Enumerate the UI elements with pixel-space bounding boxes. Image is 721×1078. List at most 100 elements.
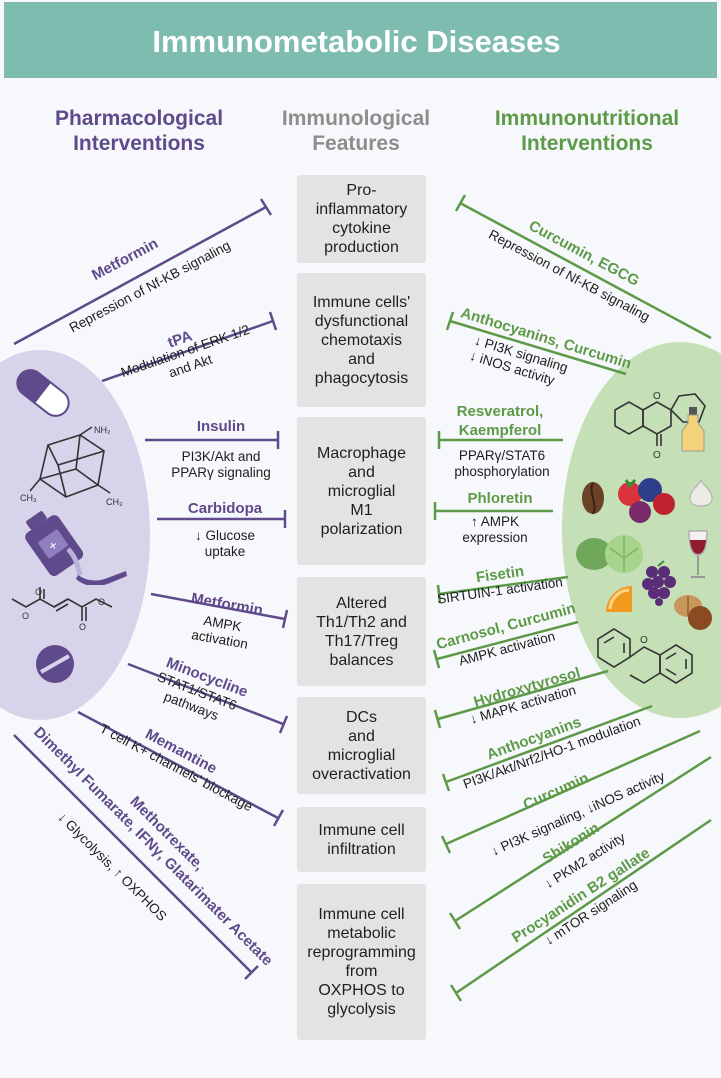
header-immunological: Immunological Features	[241, 106, 471, 156]
text-line: Kaempferol	[458, 422, 542, 439]
text-line: PPARγ/STAT6	[458, 448, 546, 463]
nutri-line-2	[449, 319, 627, 376]
pharma-line-6	[127, 662, 284, 726]
text-line: OXPHOS to	[318, 982, 405, 999]
header-line: Immunonutritional	[494, 107, 680, 130]
text-line: Immune cell	[318, 821, 405, 839]
pharma-line-5	[150, 592, 286, 621]
nutri-name: Resveratrol, Kaempferol	[440, 402, 560, 440]
header-line: Features	[312, 132, 400, 155]
svg-text:O: O	[653, 450, 661, 461]
flavone-structure-icon: O O	[614, 391, 706, 461]
text-line: Th17/Treg	[324, 632, 399, 650]
nutri-oval	[562, 342, 721, 718]
flavan-structure-icon: O	[597, 628, 693, 684]
coffee-bean-icon	[582, 482, 604, 515]
nutri-tbar-5	[436, 584, 442, 604]
text-line: Resveratrol,	[456, 403, 544, 420]
text-line: phosphorylation	[454, 464, 550, 479]
nutri-tbar-10	[448, 912, 462, 930]
text-line: microglial	[327, 482, 396, 500]
header-line: Interventions	[521, 132, 653, 155]
header-line: Pharmacological	[54, 107, 224, 130]
svg-text:NH₂: NH₂	[94, 425, 111, 435]
text-line: and	[348, 350, 375, 368]
pharma-tbar-8	[244, 965, 259, 980]
text-line: overactivation	[312, 765, 411, 783]
nutri-line-10	[454, 755, 712, 923]
nutri-line-9	[445, 729, 701, 846]
text-line: inflammatory	[315, 201, 408, 218]
pharma-line-1	[13, 205, 267, 346]
nutri-line-11	[455, 818, 712, 995]
orange-slice-icon	[606, 586, 632, 612]
text-line: metabolic	[327, 925, 396, 942]
pharma-name: Insulin	[196, 418, 246, 435]
nutri-line-1	[459, 201, 712, 340]
nutri-tbar-9	[440, 835, 452, 854]
capsule-icon	[16, 369, 70, 417]
nutri-tbar-7	[433, 709, 442, 729]
nutri-tbar-2	[445, 311, 455, 331]
text-line: infiltration	[327, 840, 396, 858]
pharma-line-8	[13, 734, 252, 973]
nutri-tbar-8	[441, 773, 451, 792]
dimethyl-fumarate-structure-icon: O O O O	[11, 587, 113, 632]
text-line: polarization	[320, 520, 403, 538]
title-banner	[4, 2, 717, 78]
text-line: glycolysis	[327, 1001, 396, 1018]
text-line: dysfunctional	[314, 312, 409, 330]
text-line: cytokine	[332, 220, 391, 237]
text-line: chemotaxis	[321, 331, 402, 349]
header-line: Immunological	[281, 107, 431, 130]
svg-text:CH₃: CH₃	[106, 497, 123, 507]
text-line: PPARγ signaling	[171, 465, 271, 480]
text-line: from	[345, 963, 378, 980]
text-line: uptake	[204, 544, 246, 559]
text-line: PI3K/Akt and	[181, 449, 261, 464]
pharma-line-7	[77, 710, 279, 820]
text-line: microglial	[327, 746, 396, 764]
text-line: ↓ Glucose	[194, 528, 256, 543]
tablet-icon	[36, 645, 74, 683]
leafy-vegetables-icon	[576, 535, 643, 573]
red-wine-icon	[688, 530, 708, 578]
text-line: and	[348, 727, 375, 745]
nuts-icon	[674, 595, 712, 630]
pharma-tbar-7	[272, 809, 285, 827]
text-line: Immune cell	[318, 906, 405, 923]
page-title: Immunometabolic Diseases	[152, 24, 561, 59]
pharma-tbar-1	[259, 198, 273, 216]
garlic-icon	[689, 478, 713, 507]
nutri-tbar-1	[454, 194, 467, 212]
text-line: reprogramming	[307, 944, 416, 961]
svg-text:O: O	[653, 391, 661, 402]
header-line: Interventions	[73, 132, 205, 155]
svg-text:CH₃: CH₃	[20, 493, 37, 503]
svg-text:O: O	[22, 611, 29, 621]
svg-text:O: O	[35, 587, 42, 597]
berries-icon	[618, 478, 675, 523]
oil-bottle-icon	[681, 407, 705, 452]
pharma-line-2	[101, 319, 274, 383]
nutri-line-7	[437, 669, 609, 721]
text-line: phagocytosis	[314, 369, 409, 387]
svg-text:O: O	[98, 597, 105, 607]
